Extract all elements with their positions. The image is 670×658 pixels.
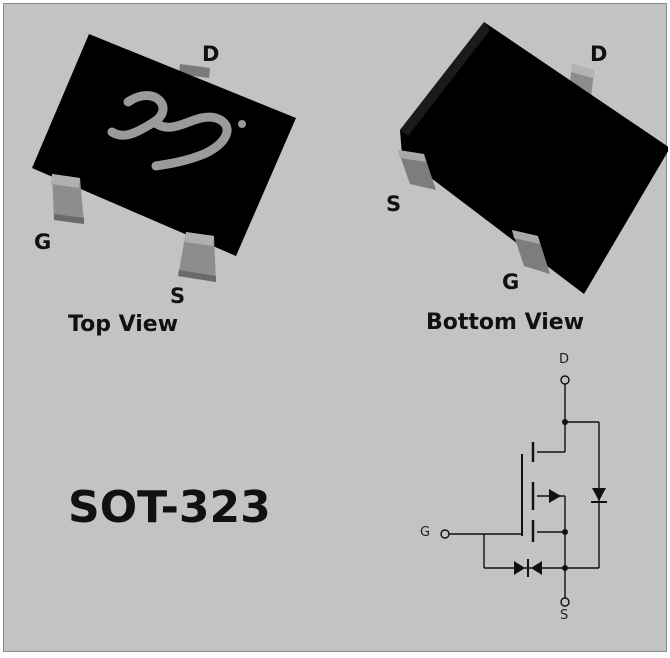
package-drawing — [32, 22, 668, 607]
manufacturer-logo-icon — [107, 91, 246, 171]
bottom-view-source-label: S — [386, 192, 402, 216]
top-view-source-label: S — [170, 284, 186, 308]
package-name: SOT-323 — [68, 482, 271, 533]
bottom-view-gate-lead — [512, 230, 550, 274]
schematic-gate-terminal[interactable] — [440, 529, 450, 539]
bottom-view-body — [400, 22, 668, 294]
schematic-source-terminal[interactable] — [560, 597, 570, 607]
diagram-canvas: D G S Top View D S G Bottom View SOT-323… — [3, 3, 668, 652]
top-view-package — [32, 34, 296, 282]
bottom-view-source-lead — [398, 150, 436, 190]
mosfet-schematic — [440, 375, 607, 607]
schematic-gate-label: G — [420, 525, 431, 540]
bottom-view-label: Bottom View — [426, 310, 585, 335]
schematic-source-label: S — [560, 608, 569, 623]
bottom-view-drain-label: D — [590, 42, 608, 66]
schematic-drain-terminal[interactable] — [560, 375, 570, 385]
top-view-label: Top View — [68, 312, 179, 337]
bottom-view-gate-label: G — [502, 270, 520, 294]
top-view-drain-label: D — [202, 42, 220, 66]
schematic-drain-label: D — [559, 352, 570, 367]
top-view-gate-label: G — [34, 230, 52, 254]
top-view-body — [32, 34, 296, 256]
bottom-view-package — [398, 22, 668, 294]
